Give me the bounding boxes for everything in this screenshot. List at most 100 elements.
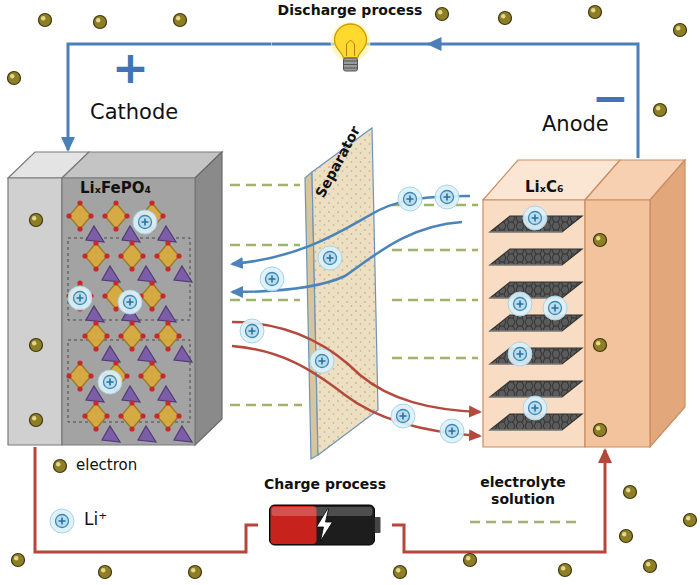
oxygen-atom bbox=[124, 373, 129, 378]
lithium-ion bbox=[59, 518, 66, 525]
oxygen-atom bbox=[77, 200, 82, 205]
graphite-layers bbox=[490, 330, 562, 331]
lithium-ion bbox=[446, 425, 459, 438]
po4-tetrahedron bbox=[174, 346, 192, 362]
oxygen-atom bbox=[113, 360, 118, 365]
po4-tetrahedron bbox=[138, 266, 156, 282]
lithium-ion bbox=[77, 295, 84, 302]
oxygen-atom bbox=[88, 373, 93, 378]
lithium-ion bbox=[529, 402, 542, 415]
electron-dot bbox=[30, 414, 43, 427]
battery-charger: Charge process bbox=[258, 476, 392, 550]
electron-dot bbox=[94, 16, 107, 29]
electrolyte-dash bbox=[392, 249, 478, 252]
oxygen-atom bbox=[102, 213, 107, 218]
electron-dot bbox=[684, 514, 697, 527]
electron-dot bbox=[56, 462, 60, 466]
legend-text: electron bbox=[76, 456, 137, 474]
po4-tetrahedron bbox=[174, 266, 192, 282]
oxygen-atom bbox=[118, 413, 123, 418]
electrolyte-dash bbox=[230, 404, 302, 407]
oxygen-atom bbox=[165, 426, 170, 431]
electrolyte-dash bbox=[230, 184, 300, 187]
oxygen-atom bbox=[154, 413, 159, 418]
lithium-ion bbox=[398, 187, 422, 211]
lithium-ion bbox=[435, 185, 459, 209]
electron-dot bbox=[686, 516, 690, 520]
feo6-octahedron bbox=[85, 243, 107, 269]
oxygen-atom bbox=[129, 400, 134, 405]
electron-dot bbox=[594, 424, 607, 437]
electron-dot bbox=[466, 556, 470, 560]
feo6-octahedron bbox=[85, 323, 107, 349]
oxygen-atom bbox=[77, 386, 82, 391]
lithium-ion bbox=[133, 210, 157, 234]
electron-dot bbox=[101, 568, 105, 572]
electron-dot bbox=[594, 234, 607, 247]
oxygen-atom bbox=[104, 413, 109, 418]
callout-label: electrolyte solution bbox=[468, 474, 578, 508]
lithium-ion bbox=[508, 292, 532, 316]
lithium-ion bbox=[549, 302, 562, 315]
lithium-ion bbox=[532, 405, 539, 412]
electron-dot bbox=[54, 460, 67, 473]
electrolyte-dash bbox=[392, 357, 478, 360]
lithium-ion bbox=[260, 267, 284, 291]
electron-dot bbox=[394, 566, 407, 579]
po4-tetrahedron bbox=[158, 226, 176, 242]
lithium-ion bbox=[98, 370, 122, 394]
oxygen-atom bbox=[113, 280, 118, 285]
oxygen-atom bbox=[93, 240, 98, 245]
oxygen-atom bbox=[149, 360, 154, 365]
lithium-ion bbox=[127, 299, 134, 306]
electron-dot bbox=[394, 566, 407, 579]
oxygen-atom bbox=[77, 360, 82, 365]
lithium-ion bbox=[139, 216, 152, 229]
lithium-ion bbox=[318, 246, 342, 270]
electron-dot bbox=[594, 339, 607, 352]
electron-dot bbox=[684, 514, 697, 527]
feo6-octahedron bbox=[157, 323, 179, 349]
electron-dot bbox=[30, 339, 43, 352]
electron-dot bbox=[12, 554, 25, 567]
ion-path bbox=[232, 346, 480, 436]
cathode-side bbox=[195, 152, 222, 445]
wires bbox=[35, 44, 638, 552]
lithium-ion bbox=[269, 276, 276, 283]
lithium-ion bbox=[240, 319, 264, 343]
oxygen-atom bbox=[124, 213, 129, 218]
electron-dot bbox=[464, 554, 477, 567]
lithium-ion bbox=[440, 419, 464, 443]
lithium-ion bbox=[543, 296, 567, 320]
feo6-octahedron bbox=[141, 283, 163, 309]
oxygen-atom bbox=[138, 373, 143, 378]
oxygen-atom bbox=[165, 400, 170, 405]
bulb-thread bbox=[343, 61, 357, 62]
lithium-ion bbox=[517, 351, 524, 358]
electron-dot bbox=[624, 486, 637, 499]
po4-tetrahedron bbox=[158, 386, 176, 402]
oxygen-atom bbox=[113, 306, 118, 311]
oxygen-atom bbox=[160, 373, 165, 378]
oxygen-atom bbox=[154, 253, 159, 258]
graphene-sheet bbox=[490, 348, 582, 364]
ion-path bbox=[232, 322, 480, 412]
oxygen-atom bbox=[149, 280, 154, 285]
electron-dot bbox=[438, 10, 442, 14]
cathode-block: CathodeLiₓFePO₄ bbox=[6, 150, 228, 447]
lithium-ion bbox=[407, 196, 414, 203]
oxygen-atom bbox=[176, 253, 181, 258]
lithium-ion bbox=[391, 404, 415, 428]
oxygen-atom bbox=[66, 213, 71, 218]
oxygen-atom bbox=[140, 413, 145, 418]
formula-label: LiₓC₆ bbox=[525, 178, 563, 196]
bulb-base bbox=[343, 58, 357, 71]
ion-path bbox=[232, 196, 470, 264]
lithium-ion bbox=[523, 206, 547, 230]
lithium-ion bbox=[508, 342, 532, 366]
oxygen-atom bbox=[82, 413, 87, 418]
electron-dot bbox=[654, 104, 667, 117]
oxygen-atom bbox=[129, 266, 134, 271]
cathode-top bbox=[62, 152, 222, 178]
electron-dot bbox=[10, 74, 14, 78]
